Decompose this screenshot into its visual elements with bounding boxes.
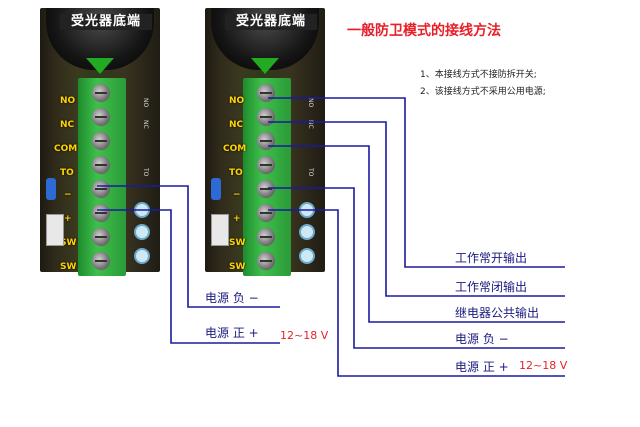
left-sensor-board: 受光器底端 NO NC COM TO − + SW SW NO NC TO [40, 8, 160, 276]
pin-label-sw1: SW [229, 238, 246, 248]
note-1: 1、本接线方式不接防拆开关; [420, 70, 537, 80]
terminal-screw [257, 204, 275, 222]
wire-right-neg [268, 187, 565, 349]
terminal-screw [257, 180, 275, 198]
connector [211, 214, 229, 246]
pin-label-sw2: SW [60, 262, 77, 272]
down-arrow-icon [251, 58, 279, 74]
silk-label-to: TO [307, 168, 314, 177]
right-sensor-board: 受光器底端 NO NC COM TO − + SW SW NO NC TO [205, 8, 325, 276]
label-com-output: 继电器公共输出 [455, 306, 540, 320]
note-2: 2、该接线方式不采用公用电源; [420, 87, 546, 97]
pin-label-to: TO [60, 168, 74, 178]
pin-label-com: COM [223, 144, 247, 154]
terminal-screw [92, 156, 110, 174]
pin-label-neg: − [64, 190, 72, 200]
wire-left-neg [97, 185, 280, 308]
wire-no [268, 97, 565, 268]
label-right-pos: 电源 正 + [455, 360, 509, 374]
pin-label-pos: + [233, 214, 241, 224]
label-right-neg: 电源 负 − [455, 332, 509, 346]
terminal-screw [257, 156, 275, 174]
terminal-screw [92, 132, 110, 150]
label-nc-output: 工作常闭输出 [455, 280, 528, 294]
pin-label-nc: NC [229, 120, 244, 130]
capacitor [46, 178, 56, 200]
sensor-label: 受光器底端 [225, 14, 317, 30]
pin-label-com: COM [54, 144, 78, 154]
pin-label-to: TO [229, 168, 243, 178]
silk-label-to: TO [142, 168, 149, 177]
pin-label-nc: NC [60, 120, 75, 130]
via [299, 224, 315, 240]
wire-right-pos [268, 209, 565, 377]
left-label-volt: 12~18 V [280, 329, 329, 342]
silk-label-nc: NC [307, 120, 314, 129]
via [299, 248, 315, 264]
down-arrow-icon [86, 58, 114, 74]
terminal-screw [257, 228, 275, 246]
wire-left-pos [97, 209, 280, 344]
left-label-neg: 电源 负 − [205, 291, 259, 305]
label-right-volt: 12~18 V [519, 359, 568, 372]
connector [46, 214, 64, 246]
pin-label-pos: + [64, 214, 72, 224]
terminal-screw [92, 252, 110, 270]
silk-label-no: NO [142, 98, 149, 108]
wire-nc [268, 121, 565, 297]
silk-label-nc: NC [142, 120, 149, 129]
terminal-screw [92, 180, 110, 198]
sensor-label: 受光器底端 [60, 14, 152, 30]
wire-com [268, 145, 565, 323]
terminal-block [243, 78, 291, 276]
diagram-title: 一般防卫模式的接线方法 [347, 23, 501, 39]
terminal-block [78, 78, 126, 276]
pin-label-sw2: SW [229, 262, 246, 272]
via [134, 248, 150, 264]
pin-label-neg: − [233, 190, 241, 200]
label-no-output: 工作常开输出 [455, 251, 528, 265]
via [134, 224, 150, 240]
pin-label-sw1: SW [60, 238, 77, 248]
terminal-screw [92, 108, 110, 126]
silk-label-no: NO [307, 98, 314, 108]
terminal-screw [257, 252, 275, 270]
terminal-screw [92, 228, 110, 246]
pin-label-no: NO [60, 96, 76, 106]
capacitor [211, 178, 221, 200]
left-label-pos: 电源 正 + [205, 326, 259, 340]
terminal-screw [92, 204, 110, 222]
pin-label-no: NO [229, 96, 245, 106]
terminal-screw [92, 84, 110, 102]
